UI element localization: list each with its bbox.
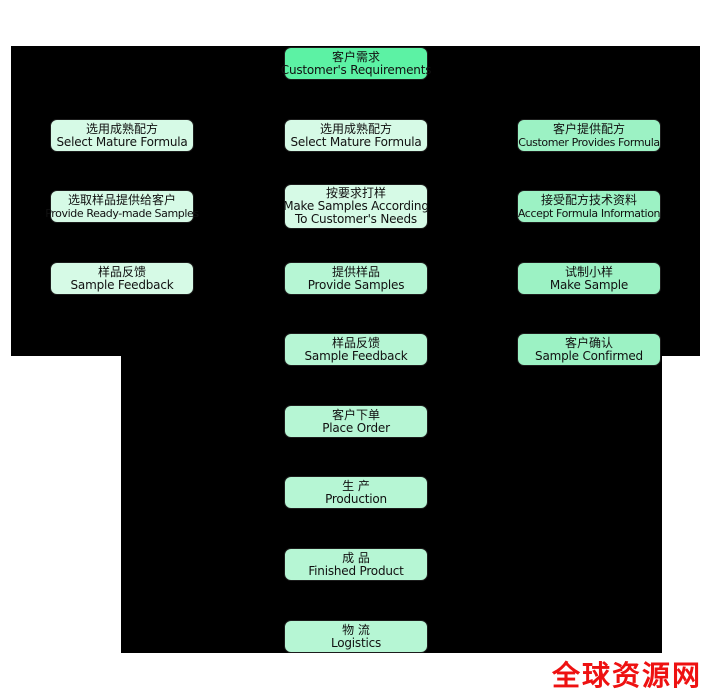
- node-center-make-samples-according: 按要求打样 Make Samples According To Customer…: [283, 184, 429, 229]
- node-customer-requirements: 客户需求 Customer's Requirements: [280, 47, 432, 80]
- node-center-logistics: 物 流 Logistics: [284, 620, 428, 653]
- node-label-en: Select Mature Formula: [290, 134, 422, 149]
- node-center-finished-product: 成 品 Finished Product: [284, 548, 428, 581]
- node-label-en: Customer's Requirements: [280, 62, 432, 77]
- node-label-en: Place Order: [322, 420, 390, 435]
- node-left-provide-ready-made-samples: 选取样品提供给客户 Provide Ready-made Samples: [45, 190, 199, 223]
- node-label-en: Finished Product: [308, 563, 404, 578]
- node-right-sample-confirmed: 客户确认 Sample Confirmed: [517, 333, 661, 366]
- node-label-en: Sample Confirmed: [535, 348, 643, 363]
- watermark-text: 全球资源网: [551, 659, 702, 692]
- node-label-en: Make Sample: [549, 277, 629, 292]
- node-label-zh: 样品反馈: [331, 335, 380, 350]
- node-label-en: Select Mature Formula: [56, 134, 188, 149]
- node-label-zh: 试制小样: [564, 264, 613, 279]
- node-label-zh: 样品反馈: [97, 264, 146, 279]
- node-center-place-order: 客户下单 Place Order: [284, 405, 428, 438]
- node-label-zh: 选用成熟配方: [319, 121, 392, 136]
- node-label-en: Sample Feedback: [304, 348, 408, 363]
- node-right-accept-formula-information: 接受配方技术资料 Accept Formula Information: [517, 190, 661, 223]
- node-center-provide-samples: 提供样品 Provide Samples: [284, 262, 428, 295]
- node-label-zh: 选用成熟配方: [85, 121, 158, 136]
- node-label-en: Provide Samples: [307, 277, 405, 292]
- node-left-sample-feedback: 样品反馈 Sample Feedback: [50, 262, 194, 295]
- node-center-production: 生 产 Production: [284, 476, 428, 509]
- node-label-en: Accept Formula Information: [517, 206, 661, 220]
- node-label-en-line2: To Customer's Needs: [295, 212, 417, 226]
- node-label-en: Make Samples According: [283, 199, 429, 213]
- node-center-sample-feedback: 样品反馈 Sample Feedback: [284, 333, 428, 366]
- node-label-zh: 按要求打样: [325, 186, 386, 200]
- node-right-make-sample: 试制小样 Make Sample: [517, 262, 661, 295]
- node-label-zh: 选取样品提供给客户: [67, 192, 176, 207]
- node-label-zh: 生 产: [342, 478, 370, 493]
- node-label-zh: 客户需求: [331, 49, 380, 64]
- node-label-en: Provide Ready-made Samples: [45, 206, 199, 220]
- node-label-zh: 物 流: [342, 622, 370, 637]
- node-label-en: Logistics: [330, 635, 382, 650]
- node-label-zh: 成 品: [342, 550, 370, 565]
- node-center-select-mature-formula: 选用成熟配方 Select Mature Formula: [284, 119, 428, 152]
- node-label-zh: 客户提供配方: [552, 121, 625, 136]
- node-label-en: Sample Feedback: [70, 277, 174, 292]
- node-label-zh: 客户确认: [564, 335, 613, 350]
- node-label-zh: 提供样品: [331, 264, 380, 279]
- node-label-zh: 客户下单: [331, 407, 380, 422]
- node-label-en: Customer Provides Formula: [518, 135, 660, 149]
- node-left-select-mature-formula: 选用成熟配方 Select Mature Formula: [50, 119, 194, 152]
- node-right-customer-provides-formula: 客户提供配方 Customer Provides Formula: [517, 119, 661, 152]
- node-label-en: Production: [325, 491, 387, 506]
- node-label-zh: 接受配方技术资料: [540, 192, 637, 207]
